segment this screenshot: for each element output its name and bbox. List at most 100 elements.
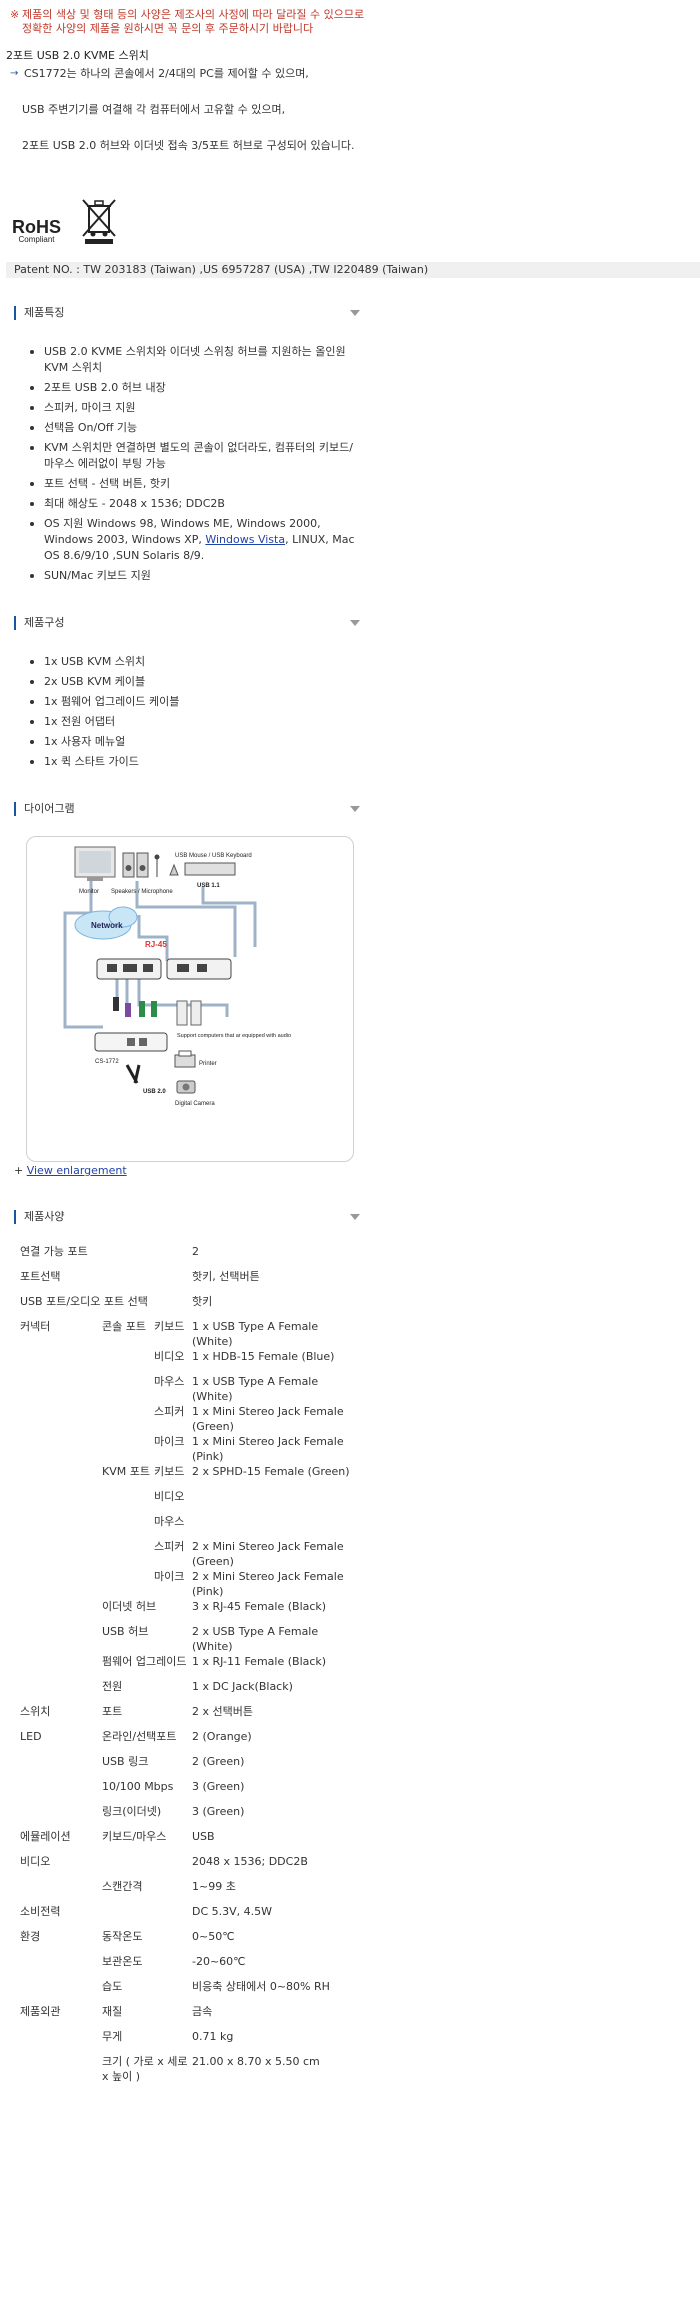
spec-cell [20,2029,102,2054]
feature-item: 선택음 On/Off 기능 [28,420,358,436]
section-components-header[interactable]: 제품구성 [14,615,360,631]
collapse-triangle-icon[interactable] [350,310,360,316]
notice-mark: ※ [10,8,20,21]
printer-label: Printer [199,1061,217,1067]
features-list: USB 2.0 KVME 스위치와 이더넷 스위칭 허브를 지원하는 올인원 K… [28,344,358,588]
spec-cell [20,1804,102,1829]
feature-item: 2포트 USB 2.0 허브 내장 [28,380,358,396]
spec-cell: 소비전력 [20,1905,61,1918]
usb20-label: USB 2.0 [143,1089,166,1095]
spec-cell [20,1879,102,1904]
spec-cell [20,1489,102,1514]
notice-line-1: 제품의 색상 및 형태 등의 사양은 제조사의 사정에 따라 달라질 수 있으므… [22,8,365,21]
collapse-triangle-icon[interactable] [350,1214,360,1220]
spec-cell: 커넥터 [20,1320,51,1333]
spec-cell [102,1514,154,1539]
spec-cell: 2 [192,1245,199,1258]
spec-cell: 1 x RJ-11 Female (Black) [192,1655,327,1668]
spec-cell: 보관온도 [102,1955,143,1968]
spec-row: 비디오 [20,1489,362,1514]
intro-paragraph-3: 2포트 USB 2.0 허브와 이더넷 접속 3/5포트 허브로 구성되어 있습… [22,139,355,153]
spec-cell [102,1404,154,1434]
connection-diagram[interactable]: Monitor Speakers / Microphone USB Mouse … [26,836,354,1162]
monitor-label: Monitor [79,889,99,895]
kvm-switch-rear-icon [96,958,232,980]
spec-cell [192,1489,362,1514]
section-title: 다이어그램 [14,801,75,817]
spec-cell: USB [192,1830,215,1843]
spec-cell [20,1979,102,2004]
spec-cell [20,1514,102,1539]
model-label: CS-1772 [95,1059,119,1065]
spec-cell: 2 x Mini Stereo Jack Female (Green) [192,1540,344,1568]
spec-cell [20,1539,102,1569]
spec-cell: 비디오 [20,1855,51,1868]
spec-cell [20,1599,102,1624]
spec-cell [102,1569,154,1599]
windows-vista-link[interactable]: Windows Vista [205,533,286,546]
spec-cell: 핫키 [192,1295,213,1308]
support-label: Support computers that ar equipped with … [177,1033,291,1039]
patent-info: Patent NO. : TW 203183 (Taiwan) ,US 6957… [6,262,700,278]
spec-cell: DC 5.3V, 4.5W [192,1905,273,1918]
section-diagram-header[interactable]: 다이어그램 [14,801,360,817]
spec-cell: 1 x HDB-15 Female (Blue) [192,1350,335,1363]
spec-cell: 2 (Orange) [192,1730,252,1743]
spec-row: 비디오 2048 x 1536; DDC2B [20,1854,362,1879]
spec-cell: 콘솔 포트 [102,1320,146,1333]
spec-cell [20,1624,102,1654]
spec-cell [20,1434,102,1464]
spec-cell: -20~60℃ [192,1955,246,1968]
section-features-header[interactable]: 제품특징 [14,305,360,321]
spec-row: 소비전력 DC 5.3V, 4.5W [20,1904,362,1929]
spec-cell: 핫키, 선택버튼 [192,1270,260,1283]
spec-cell: 무게 [102,2030,123,2043]
feature-item: USB 2.0 KVME 스위치와 이더넷 스위칭 허브를 지원하는 올인원 K… [28,344,358,376]
spec-cell: 비응축 상태에서 0~80% RH [192,1980,330,1993]
spec-cell [20,1569,102,1599]
section-title: 제품특징 [14,305,64,321]
section-specs-header[interactable]: 제품사양 [14,1209,360,1225]
spec-cell [102,1349,154,1374]
spec-cell: 마이크 [154,1435,185,1448]
spec-cell [20,1754,102,1779]
spec-cell: 포트선택 [20,1270,61,1283]
intro: →CS1772는 하나의 콘솔에서 2/4대의 PC를 제어할 수 있으며, U… [0,67,700,154]
spec-cell: 마우스 [154,1375,185,1388]
speakers-icon [122,852,160,878]
spec-cell [20,1464,102,1489]
component-item: 1x 전원 어댑터 [28,714,358,730]
component-item: 2x USB KVM 케이블 [28,674,358,690]
view-enlargement-link[interactable]: View enlargement [26,1164,127,1177]
spec-row: 보관온도 -20~60℃ [20,1954,362,1979]
spec-cell: 마우스 [154,1515,185,1528]
spec-cell: 1 x USB Type A Female (White) [192,1320,319,1348]
spec-cell: 비디오 [154,1490,185,1503]
arrow-icon: → [10,67,19,79]
spec-cell [20,1954,102,1979]
view-enlargement: + View enlargement [14,1164,127,1178]
product-title: 2포트 USB 2.0 KVME 스위치 [6,48,149,62]
spec-cell: 2048 x 1536; DDC2B [192,1855,308,1868]
collapse-triangle-icon[interactable] [350,806,360,812]
spec-cell [102,1539,154,1569]
spec-cell: 링크(이더넷) [102,1805,162,1818]
spec-cell: KVM 포트 [102,1465,150,1478]
spec-cell: 키보드 [154,1465,185,1478]
spec-cell: 1 x Mini Stereo Jack Female (Green) [192,1405,344,1433]
spec-cell: 2 x 선택버튼 [192,1705,253,1718]
printer-icon [174,1050,196,1068]
collapse-triangle-icon[interactable] [350,620,360,626]
